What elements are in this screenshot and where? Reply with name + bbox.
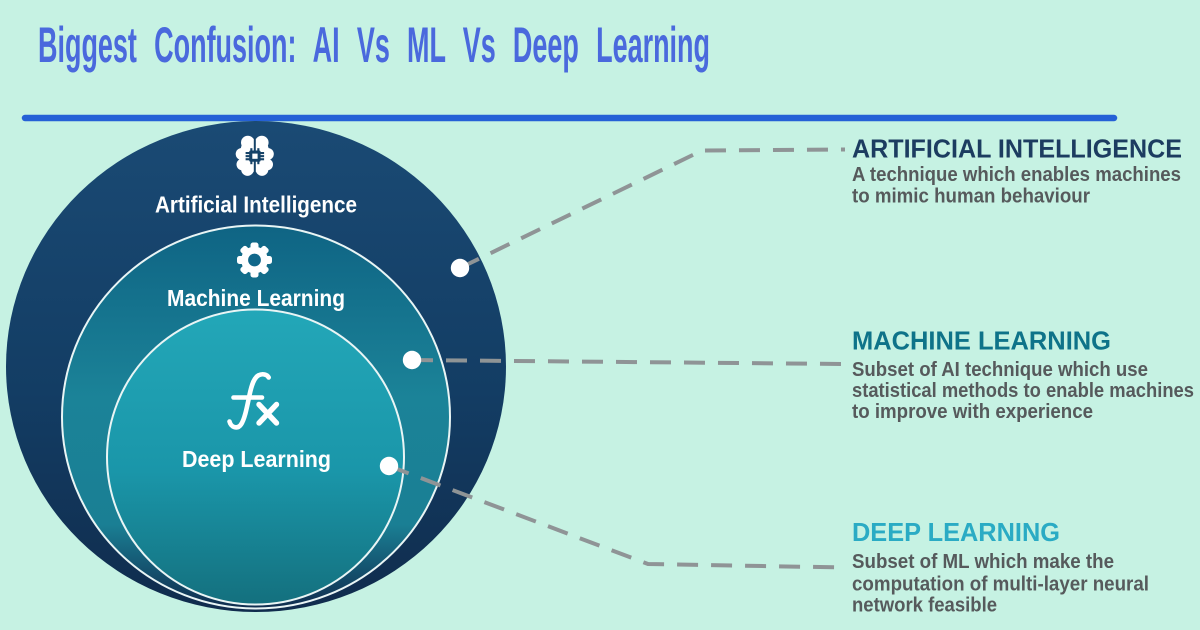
svg-text:Biggest Confusion: AI Vs ML Vs: Biggest Confusion: AI Vs ML Vs Deep Lear… xyxy=(38,17,710,73)
svg-text:to mimic human behaviour: to mimic human behaviour xyxy=(852,186,1090,208)
svg-text:network feasible: network feasible xyxy=(852,595,997,617)
svg-text:Deep Learning: Deep Learning xyxy=(182,446,331,472)
svg-text:ARTIFICIAL INTELLIGENCE: ARTIFICIAL INTELLIGENCE xyxy=(852,134,1182,164)
svg-text:Artificial Intelligence: Artificial Intelligence xyxy=(155,192,357,218)
svg-text:to improve with experience: to improve with experience xyxy=(852,401,1093,423)
svg-text:Subset of AI technique which u: Subset of AI technique which use xyxy=(852,359,1148,381)
svg-text:computation of multi-layer neu: computation of multi-layer neural xyxy=(852,574,1149,596)
svg-text:Subset of ML which make the: Subset of ML which make the xyxy=(852,551,1114,573)
svg-text:A technique which enables mach: A technique which enables machines xyxy=(852,164,1181,186)
svg-text:MACHINE LEARNING: MACHINE LEARNING xyxy=(852,326,1111,356)
svg-text:DEEP LEARNING: DEEP LEARNING xyxy=(852,517,1060,547)
svg-text:statistical methods to enable: statistical methods to enable machines xyxy=(852,380,1194,402)
svg-text:Machine Learning: Machine Learning xyxy=(167,285,345,311)
